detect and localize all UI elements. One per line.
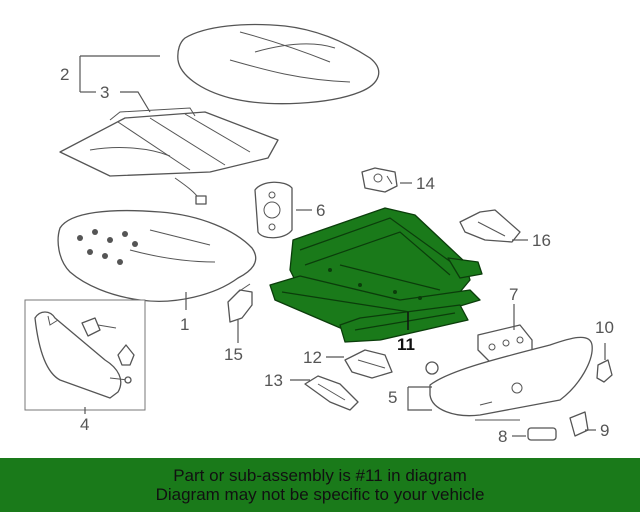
- callout-4: 4: [80, 415, 89, 434]
- part-14-clip[interactable]: [361, 167, 398, 193]
- part-5-side-shield[interactable]: [425, 336, 593, 421]
- callout-13: 13: [264, 371, 283, 390]
- callout-6: 6: [316, 201, 325, 220]
- part-12-cover[interactable]: [344, 349, 393, 379]
- callout-2: 2: [60, 65, 69, 84]
- part-2-cushion-cover[interactable]: [177, 23, 380, 105]
- part-8-knob[interactable]: [527, 427, 557, 441]
- parts-diagram: 1 2 3 4 5 6 7 8 9 10 11 12 13 14 15 16: [24, 23, 614, 446]
- part-10-knob[interactable]: [596, 359, 613, 383]
- callout-14: 14: [416, 174, 435, 193]
- part-6-recliner-cover[interactable]: [254, 181, 293, 239]
- callout-5: 5: [388, 388, 397, 407]
- callout-12: 12: [303, 348, 322, 367]
- part-15-bracket[interactable]: [227, 283, 253, 323]
- part-3-seat-heater-mat[interactable]: [59, 107, 279, 205]
- callout-3: 3: [100, 83, 109, 102]
- leader-lines: [79, 55, 606, 437]
- banner-line-2: Diagram may not be specific to your vehi…: [155, 485, 485, 504]
- callout-7: 7: [509, 285, 518, 304]
- part-9-knob[interactable]: [569, 411, 589, 437]
- info-banner: Part or sub-assembly is #11 in diagram D…: [0, 458, 640, 512]
- part-13-trim[interactable]: [304, 375, 359, 411]
- callout-9: 9: [600, 421, 609, 440]
- part-1-cushion-pad[interactable]: [57, 209, 257, 302]
- callout-11: 11: [397, 335, 415, 354]
- part-16-adjuster-cover[interactable]: [459, 209, 521, 243]
- part-4-seat-shield[interactable]: [24, 299, 146, 411]
- callout-1: 1: [180, 315, 189, 334]
- callout-15: 15: [224, 345, 243, 364]
- callout-16: 16: [532, 231, 551, 250]
- callout-8: 8: [498, 427, 507, 446]
- banner-line-1: Part or sub-assembly is #11 in diagram: [173, 466, 467, 485]
- callout-10: 10: [595, 318, 614, 337]
- part-11-seat-track-adjuster-assembly[interactable]: [269, 207, 483, 343]
